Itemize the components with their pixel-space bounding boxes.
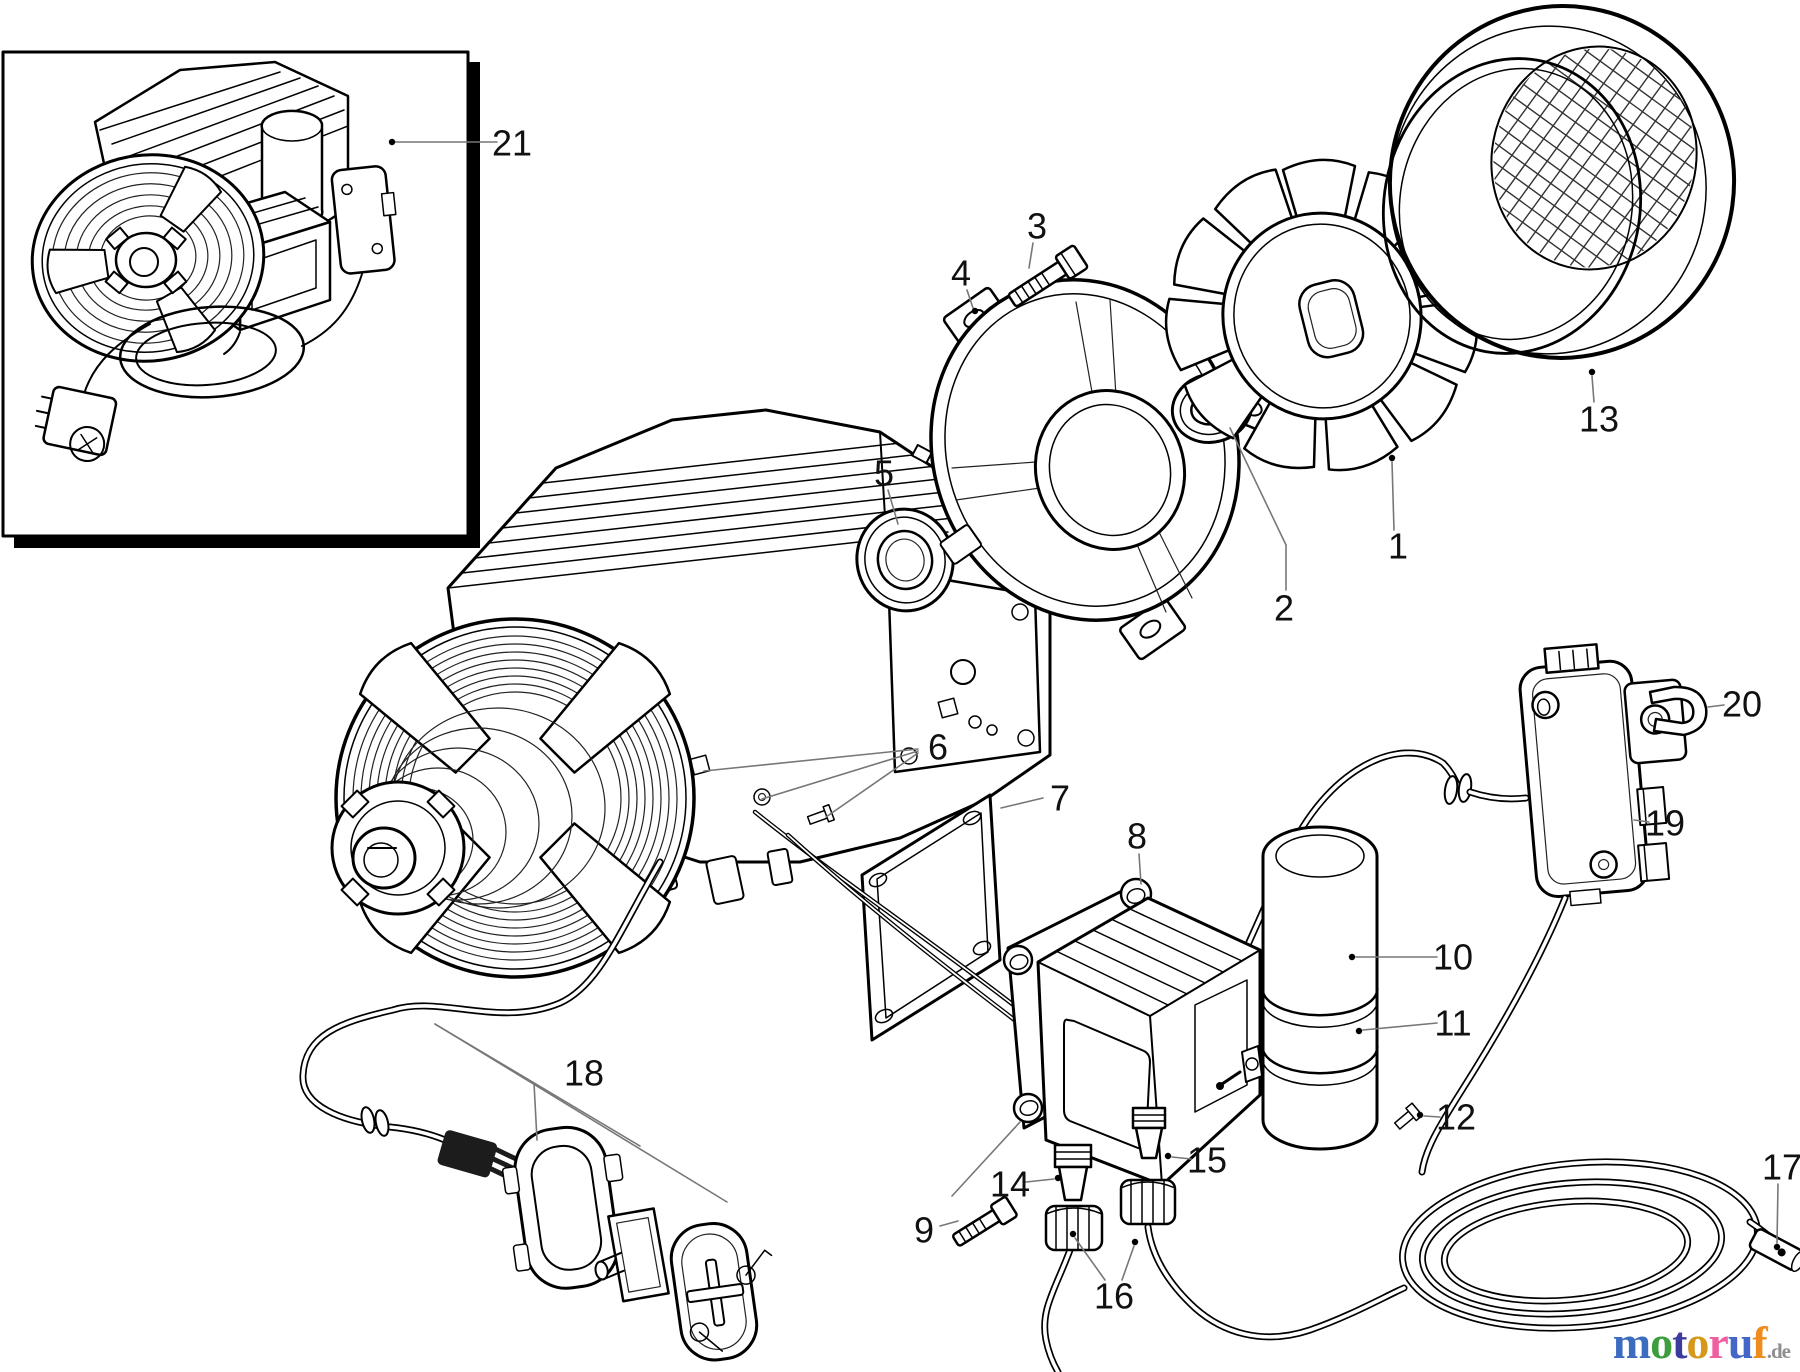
svg-text:6: 6 — [928, 727, 948, 768]
svg-text:16: 16 — [1094, 1276, 1134, 1317]
hoses — [1041, 1223, 1408, 1372]
svg-text:11: 11 — [1434, 1003, 1471, 1044]
inset-shadow-right — [468, 62, 480, 548]
callout-3: 3 — [1027, 206, 1047, 269]
svg-text:12: 12 — [1436, 1097, 1476, 1138]
callout-14: 14 — [990, 1164, 1062, 1205]
callout-17: 17 — [1762, 1147, 1800, 1251]
control-box-assembly — [1002, 877, 1408, 1372]
svg-text:2: 2 — [1274, 588, 1294, 629]
svg-text:14: 14 — [990, 1164, 1030, 1205]
union-nut-right — [1119, 1178, 1177, 1226]
callout-4: 4 — [951, 253, 979, 315]
callout-9: 9 — [914, 1210, 959, 1251]
switch-plate — [594, 1207, 670, 1303]
svg-text:7: 7 — [1050, 778, 1070, 819]
inset-assembled-unit — [1, 50, 480, 548]
logo-letters: motoruf — [1612, 1317, 1768, 1368]
terminal-screw — [806, 803, 836, 825]
mesh-cover — [1381, 4, 1737, 360]
micro-switch — [669, 1221, 773, 1362]
callout-10: 10 — [1348, 937, 1473, 978]
svg-text:1: 1 — [1388, 526, 1408, 567]
svg-text:19: 19 — [1645, 803, 1685, 844]
svg-text:4: 4 — [951, 253, 971, 294]
callout-2: 2 — [1229, 427, 1294, 629]
callout-15: 15 — [1164, 1140, 1227, 1181]
pressure-switch — [1518, 643, 1688, 907]
motoruf-logo[interactable]: motoruf.de — [1612, 1317, 1791, 1368]
logo-suffix: .de — [1766, 1339, 1791, 1363]
cable-coil — [1399, 1158, 1800, 1332]
grommet-to-switch-cable — [1418, 788, 1569, 1176]
callout-16: 16 — [1069, 1230, 1139, 1317]
svg-text:20: 20 — [1722, 684, 1762, 725]
svg-text:18: 18 — [564, 1053, 604, 1094]
svg-text:13: 13 — [1579, 399, 1619, 440]
callout-6: 6 — [703, 727, 948, 818]
svg-text:9: 9 — [914, 1210, 934, 1251]
callout-8: 8 — [1127, 816, 1147, 885]
capacitor — [1216, 825, 1379, 1151]
callout-21: 21 — [388, 123, 532, 164]
bolt-small — [952, 1196, 1018, 1247]
svg-text:21: 21 — [492, 123, 532, 164]
motor-stator-rotor — [330, 617, 696, 979]
clamp-screw — [1393, 1102, 1424, 1130]
callout-7: 7 — [1000, 778, 1070, 819]
cable-end-connector — [1748, 1228, 1800, 1273]
svg-text:8: 8 — [1127, 816, 1147, 857]
callout-1: 1 — [1388, 454, 1408, 567]
switch-kit-parts — [501, 1125, 773, 1362]
bolt — [1007, 244, 1089, 308]
fan-cover-plate — [929, 278, 1283, 661]
hose-nipple-right — [1131, 1106, 1167, 1160]
callout-20: 20 — [1707, 684, 1762, 725]
callout-19: 19 — [1633, 803, 1685, 844]
svg-text:17: 17 — [1762, 1147, 1800, 1188]
hose-nipple-left — [1053, 1143, 1093, 1202]
cable-grommet — [360, 1106, 390, 1137]
callout-13: 13 — [1579, 368, 1619, 440]
callout-11: 11 — [1355, 1003, 1472, 1044]
svg-text:3: 3 — [1027, 206, 1047, 247]
callout-12: 12 — [1416, 1097, 1476, 1138]
gasket — [860, 793, 1002, 1042]
union-nut-left — [1044, 1204, 1104, 1252]
capacitor-clamp — [1216, 984, 1379, 1090]
switch-housing-cover — [501, 1125, 632, 1290]
svg-text:10: 10 — [1433, 937, 1473, 978]
retaining-clip — [1648, 685, 1708, 737]
inset-shadow-bottom — [14, 536, 480, 548]
svg-text:5: 5 — [874, 453, 894, 494]
svg-text:15: 15 — [1187, 1140, 1227, 1181]
callout-5: 5 — [874, 453, 899, 525]
callout-18: 18 — [434, 1023, 728, 1203]
